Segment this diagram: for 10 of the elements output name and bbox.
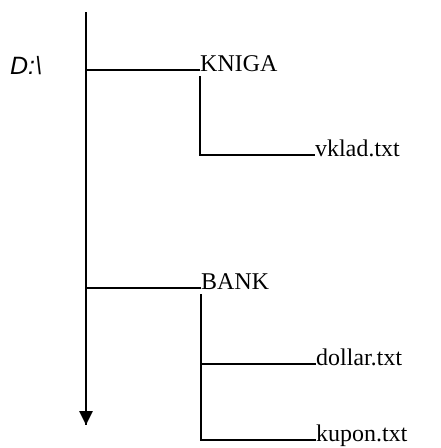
file-label: vklad.txt bbox=[315, 137, 400, 161]
drive-label: D:\ bbox=[10, 54, 42, 78]
file-label: dollar.txt bbox=[316, 346, 402, 370]
tree-connector bbox=[199, 76, 315, 156]
folder-label: KNIGA bbox=[200, 52, 278, 76]
file-label: kupon.txt bbox=[316, 422, 408, 446]
tree-connector bbox=[86, 69, 200, 71]
tree-connector bbox=[200, 294, 316, 441]
folder-label: BANK bbox=[201, 270, 270, 294]
arrow bbox=[79, 12, 93, 425]
